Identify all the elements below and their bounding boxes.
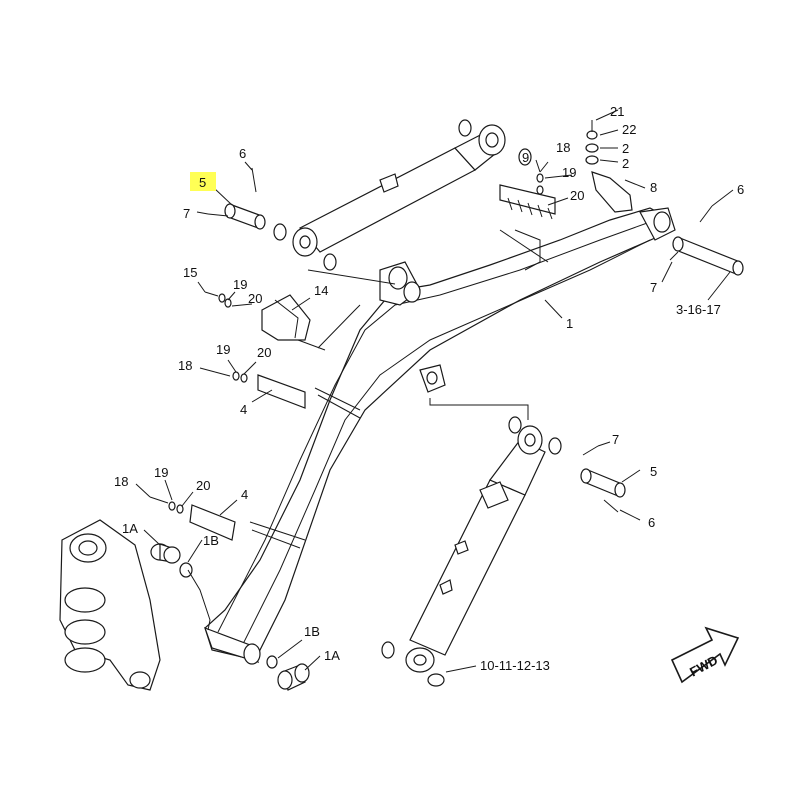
callout-18-low[interactable]: 18 [114,474,128,489]
callout-ref-10-11-12-13[interactable]: 10-11-12-13 [480,658,550,673]
callout-5-top[interactable]: 5 [199,175,206,190]
bushing-1a-bottom [277,663,310,691]
clamp-4-low [189,504,306,549]
callout-6-lower[interactable]: 6 [648,515,655,530]
pin-right [669,205,744,276]
boom-cylinder [381,416,562,687]
swing-bracket [59,519,161,691]
bracket-14 [261,294,311,341]
callout-1[interactable]: 1 [566,316,573,331]
leader-lines [135,109,734,673]
fwd-arrow: FWD [670,626,740,684]
callout-21[interactable]: 21 [610,104,624,119]
callout-18-top[interactable]: 18 [556,140,570,155]
callout-20-mid2[interactable]: 20 [257,345,271,360]
arm-cylinder [273,119,532,271]
callout-19-mid[interactable]: 19 [233,277,247,292]
callout-5-lower[interactable]: 5 [650,464,657,479]
hose-bracket-8 [585,120,633,213]
callout-7-lower[interactable]: 7 [612,432,619,447]
callout-2a[interactable]: 2 [622,141,629,156]
callout-22[interactable]: 22 [622,122,636,137]
callout-9[interactable]: 9 [522,150,529,165]
bolts-mid [149,159,544,514]
callout-ref-3-16-17[interactable]: 3-16-17 [676,302,721,317]
callout-1B-bottom[interactable]: 1B [304,624,320,639]
bushing-1a-left [150,543,181,564]
clamp-4-mid [257,374,361,419]
callout-7-top[interactable]: 7 [183,206,190,221]
ring-1b-bottom [266,655,278,669]
callout-7-right[interactable]: 7 [650,280,657,295]
callout-15[interactable]: 15 [183,265,197,280]
callout-19-mid2[interactable]: 19 [216,342,230,357]
pin-5-lower [580,445,626,513]
callout-4-mid[interactable]: 4 [240,402,247,417]
clamp-9 [499,184,556,220]
callout-labels: 5 6 7 9 18 19 20 21 22 2 2 8 6 7 3-16-17… [114,104,744,673]
callout-20-low[interactable]: 20 [196,478,210,493]
callout-6-right[interactable]: 6 [737,182,744,197]
ring-1b-left [179,562,193,578]
callout-20-top[interactable]: 20 [570,188,584,203]
callout-2b[interactable]: 2 [622,156,629,171]
fwd-label: FWD [687,652,720,679]
callout-18-mid[interactable]: 18 [178,358,192,373]
callout-1A-left[interactable]: 1A [122,521,138,536]
callout-6-top[interactable]: 6 [239,146,246,161]
callout-19-low[interactable]: 19 [154,465,168,480]
part-5-highlight [190,172,216,191]
callout-4-low[interactable]: 4 [241,487,248,502]
callout-14[interactable]: 14 [314,283,328,298]
callout-1B-left[interactable]: 1B [203,533,219,548]
callout-20-mid[interactable]: 20 [248,291,262,306]
callout-19-top[interactable]: 19 [562,165,576,180]
callout-8[interactable]: 8 [650,180,657,195]
callout-1A-bottom[interactable]: 1A [324,648,340,663]
pin-5-top [207,167,266,230]
